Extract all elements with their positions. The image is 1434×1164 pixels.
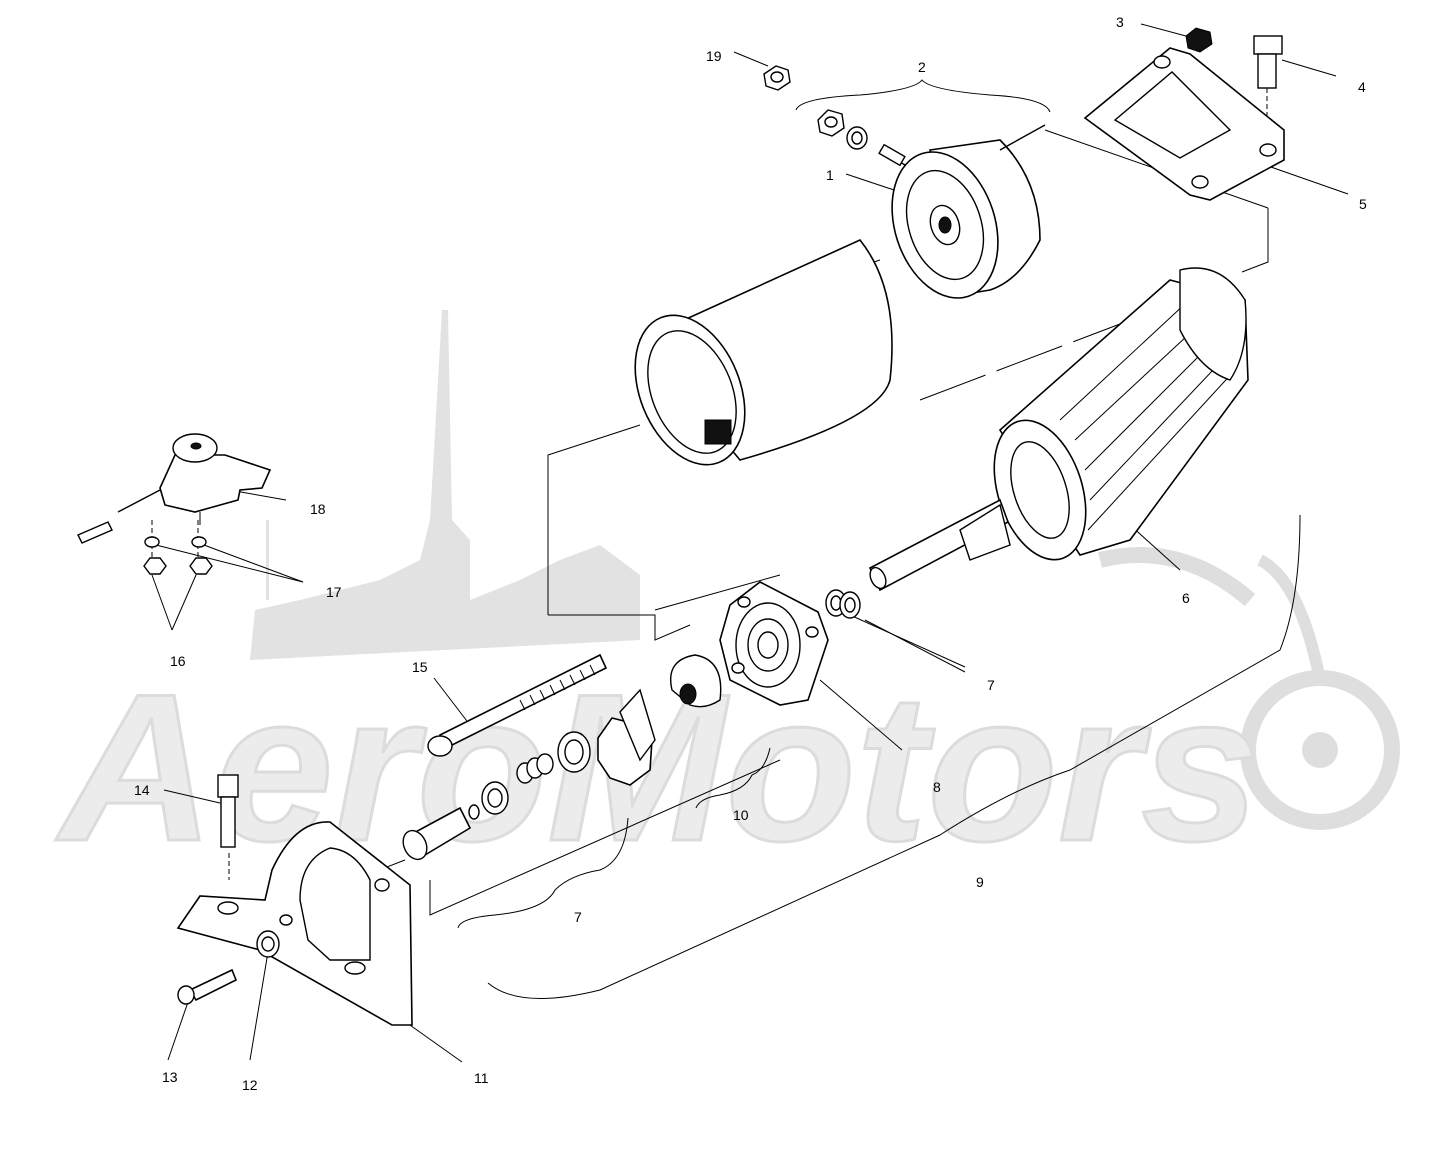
bolt-14 — [217, 774, 239, 848]
bolt-13 — [177, 968, 238, 1005]
callout-1: 1 — [826, 167, 834, 183]
end-cap-1 — [878, 124, 1046, 299]
solenoid-18 — [77, 433, 272, 544]
callout-7-upper: 7 — [987, 677, 995, 693]
callout-3: 3 — [1116, 14, 1124, 30]
washer-12 — [256, 930, 280, 958]
callout-6: 6 — [1182, 590, 1190, 606]
callout-12: 12 — [242, 1077, 258, 1093]
callout-14: 14 — [134, 782, 150, 798]
through-bolt-15 — [427, 653, 608, 757]
pinion-assembly-10 — [597, 654, 722, 786]
callout-13: 13 — [162, 1069, 178, 1085]
nut-washer-2 — [817, 109, 868, 150]
watermark-text: AeroMotors — [55, 650, 1260, 885]
callout-7-lower: 7 — [574, 909, 582, 925]
nuts-16 — [143, 557, 213, 575]
callout-5: 5 — [1359, 196, 1367, 212]
mounting-bracket-11 — [176, 821, 413, 1026]
end-plate-8 — [719, 581, 829, 706]
callout-17: 17 — [326, 584, 342, 600]
callout-8: 8 — [933, 779, 941, 795]
callout-16: 16 — [170, 653, 186, 669]
flange-nut-19 — [763, 65, 791, 91]
callout-10: 10 — [733, 807, 749, 823]
nut-3 — [1185, 27, 1213, 53]
callout-labels: 1 2 3 4 5 6 7 7 8 9 10 11 12 13 14 15 16… — [134, 14, 1367, 1093]
callout-9: 9 — [976, 874, 984, 890]
callout-2: 2 — [918, 59, 926, 75]
drive-spring-7 — [468, 731, 591, 820]
armature-6 — [868, 267, 1249, 592]
callout-18: 18 — [310, 501, 326, 517]
drive-sleeve — [402, 806, 472, 861]
callout-11: 11 — [474, 1070, 489, 1086]
watermark-logo: AeroMotors — [53, 310, 1400, 887]
callout-15: 15 — [412, 659, 428, 675]
washers-17 — [144, 536, 207, 548]
bracket-5 — [1083, 47, 1285, 201]
thrust-washers-7 — [825, 589, 861, 619]
motor-housing — [634, 239, 893, 466]
callout-4: 4 — [1358, 79, 1366, 95]
callout-19: 19 — [706, 48, 722, 64]
